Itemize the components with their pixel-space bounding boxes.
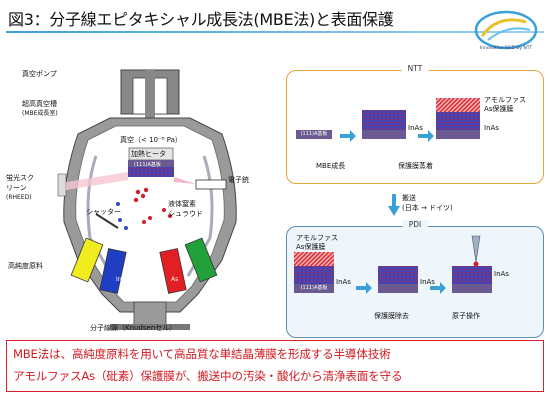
ntt-panel: NTT — [286, 64, 544, 184]
ntt-step-deposit: 保護膜蒸着 — [398, 162, 433, 170]
cell-in-label: In — [116, 276, 122, 283]
pdi-step-atomic: 原子操作 — [452, 312, 480, 320]
ntt-inas-layer — [362, 110, 406, 130]
ntt-step-growth: MBE成長 — [316, 162, 346, 170]
vacuum-pressure-label: 真空（< 10⁻⁸ Pa） — [120, 136, 182, 144]
pdi-substrate-label: (111)A基板 — [294, 284, 334, 293]
uhv-chamber-label: 超高真空槽 — [22, 100, 57, 108]
molecular-beam-source-label: 分子線源（Knudsenセル） — [90, 324, 177, 332]
arrow-2 — [418, 130, 434, 142]
ln2-label-1: 液体窒素 — [168, 200, 196, 208]
transport-route: (日本 → ドイツ) — [402, 204, 453, 212]
electron-gun-label: 電子銃 — [228, 176, 249, 184]
atom-particles — [116, 187, 172, 230]
shutter — [95, 213, 119, 229]
ntt-panel-tag: NTT — [401, 64, 429, 73]
ntt-logo — [474, 10, 538, 50]
transport-arrow — [388, 194, 400, 216]
arrow-1 — [340, 130, 356, 142]
electron-gun — [195, 179, 227, 190]
pdi-inas-manipulated — [452, 266, 492, 284]
pdi-process-diagram — [294, 235, 492, 294]
cell-green — [184, 237, 218, 283]
summary-line-1: MBE法は、高純度原料を用いて高品質な単結晶薄膜を形成する半導体技術 — [13, 347, 391, 361]
ntt-amorphous-label-1: アモルファス — [484, 96, 526, 104]
stm-tip — [471, 235, 481, 263]
cell-in — [99, 248, 127, 294]
summary-note: MBE法は、高純度原料を用いて高品質な単結晶薄膜を形成する半導体技術 アモルファ… — [6, 340, 544, 392]
pdi-inas-label-2: InAs — [420, 278, 435, 286]
rheed-label-1: 蛍光スク — [6, 174, 34, 182]
pdi-inas-clean — [378, 266, 418, 284]
mbe-chamber-diagram — [57, 69, 237, 330]
source-material-label: 高純度原料 — [8, 262, 43, 270]
shutter-label: シャッター — [86, 208, 121, 216]
pdi-amorphous-label-1: アモルファス — [296, 234, 338, 242]
cell-as — [159, 248, 187, 294]
cell-as-label: As — [171, 276, 179, 283]
uhv-chamber-sublabel: (MBE成長室) — [22, 110, 58, 117]
transport-label: 搬送 — [402, 194, 416, 202]
vacuum-pump-label: 真空ポンプ — [22, 70, 57, 78]
ntt-inas-label-2: InAs — [484, 124, 499, 132]
rheed-screen — [57, 173, 67, 197]
chamber-substrate-label: (111)A基板 — [134, 162, 161, 168]
ntt-amorphous-label-2: As保護膜 — [484, 105, 514, 113]
ntt-substrate-label: (111)A基板 — [296, 130, 332, 139]
title-underline — [6, 31, 544, 33]
pdi-panel-tag: PDI — [402, 220, 428, 229]
pdi-protective-film — [294, 252, 334, 266]
summary-line-2: アモルファスAs（砒素）保護膜が、搬送中の汚染・酸化から清浄表面を守る — [13, 369, 403, 383]
cell-yellow — [70, 237, 104, 283]
ln2-label-2: シュラウド — [168, 210, 203, 218]
arrow-4 — [430, 282, 446, 294]
heater-label: 加熱ヒータ — [131, 150, 166, 158]
logo-caption: Innovative R&D by NTT — [479, 46, 533, 51]
rheed-label-3: (RHEED) — [6, 194, 32, 201]
rheed-label-2: リーン — [6, 184, 27, 192]
pdi-amorphous-label-2: As保護膜 — [296, 243, 326, 251]
arrow-3 — [356, 282, 372, 294]
pdi-step-remove: 保護膜除去 — [374, 312, 409, 320]
substrate-holder — [128, 160, 174, 167]
page-title: 図3：分子線エピタキシャル成長法(MBE法)と表面保護 — [8, 10, 394, 29]
pdi-inas-label-1: InAs — [336, 278, 351, 286]
ntt-inas-label-1: InAs — [408, 124, 423, 132]
pdi-inas-label-3: InAs — [494, 270, 509, 278]
ntt-protective-film — [436, 98, 480, 112]
